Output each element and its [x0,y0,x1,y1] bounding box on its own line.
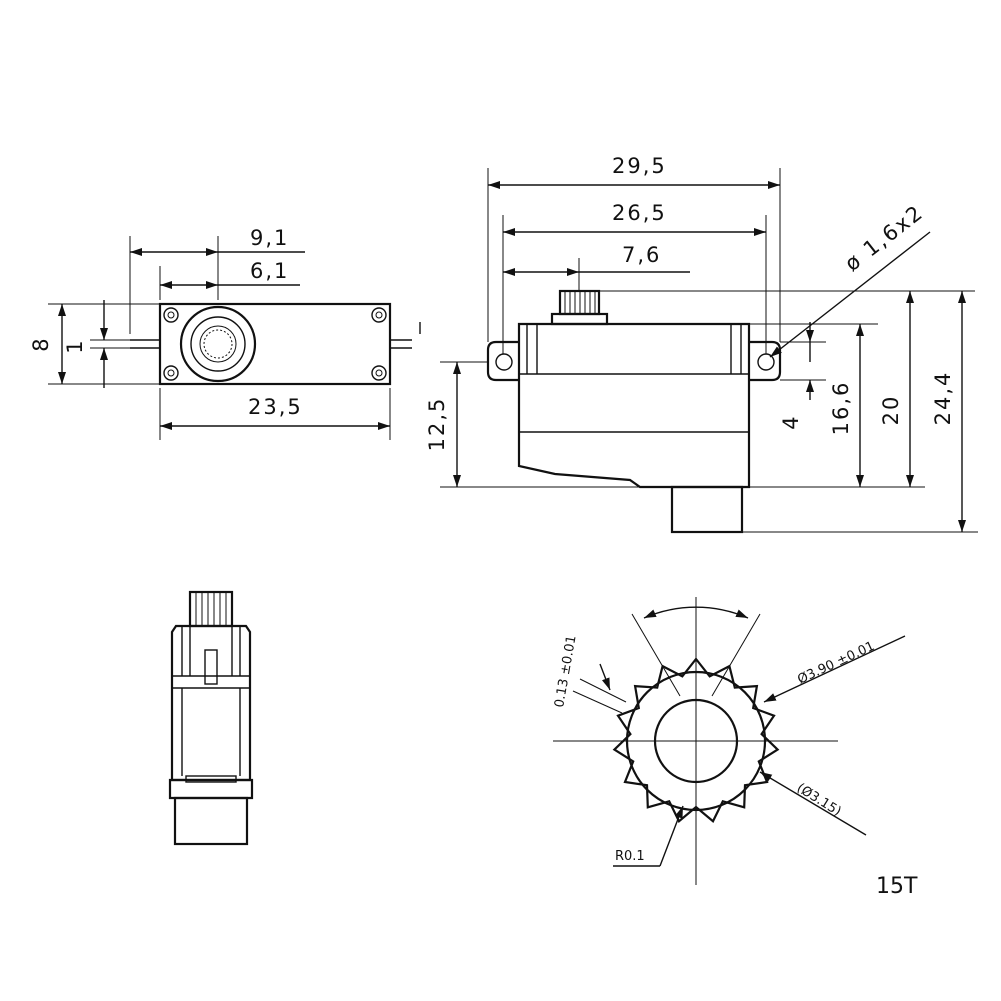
dim-8-label: 8 [29,336,53,351]
spline-bore-circle [653,698,739,784]
corner-screw-icon [163,307,387,381]
mounting-hole-icon [495,353,513,371]
bottom-case [670,485,744,534]
top-view: 9,1 6,1 23,5 8 1 [29,226,421,440]
mounting-tab-left [486,340,519,382]
dim-23-5-label: 23,5 [248,395,303,419]
dim-1-label: 1 [63,338,87,353]
dim-12-5-label: 12,5 [425,397,449,452]
tooth-width-label: 0.13 ±0.01 [552,634,579,708]
mounting-tab-right [749,340,782,382]
output-shaft-top [179,305,257,383]
dim-4-label: 4 [779,414,803,429]
spline-detail: 0.13 ±0.01 Ø3.90 ±0.01 (Ø3.15) R0.1 15T [552,597,918,899]
tooth-count-label: 15T [876,874,918,899]
side-view-body [517,322,751,489]
spline-root-circle [625,670,767,812]
hole-callout-label: ø 1,6x2 [840,200,928,276]
dim-16-6-label: 16,6 [829,381,853,436]
bottom-case-end [173,796,249,846]
dim-9-1-label: 9,1 [250,226,289,250]
dim-26-5-label: 26,5 [612,201,667,225]
dim-6-1-label: 6,1 [250,259,289,283]
dim-20-label: 20 [879,395,903,426]
end-view [168,590,254,846]
outer-diameter-label: Ø3.90 ±0.01 [795,639,877,688]
spline-gear-icon [612,657,780,823]
dim-29-5-label: 29,5 [612,154,667,178]
dim-24-4-label: 24,4 [931,371,955,426]
root-diameter-label: (Ø3.15) [794,781,844,820]
root-radius-label: R0.1 [615,849,645,864]
dim-7-6-label: 7,6 [622,243,661,267]
top-view-body [158,302,392,386]
side-view: 29,5 26,5 7,6 ø 1,6x2 12,5 4 16,6 20 24,… [425,154,978,534]
